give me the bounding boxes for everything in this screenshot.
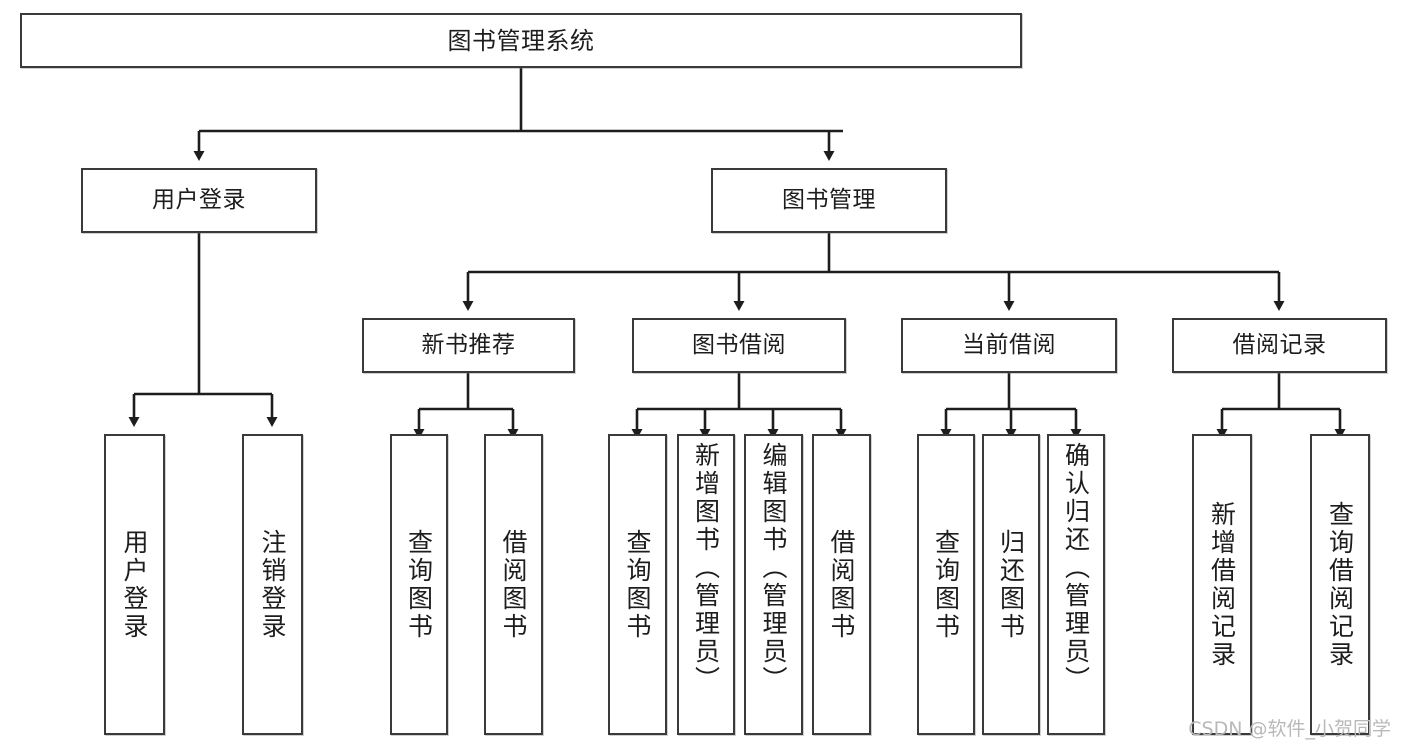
node-label: 借阅图书 — [499, 528, 528, 641]
leaf-book-borrow-add-book-admin[interactable]: 新增图书（管理员） — [677, 434, 735, 735]
node-label: 确认归还（管理员） — [1061, 442, 1091, 694]
node-label: 查询图书 — [623, 528, 652, 641]
leaf-book-borrow-edit-book-admin[interactable]: 编辑图书（管理员） — [744, 434, 803, 735]
node-label: 新增图书（管理员） — [691, 442, 721, 694]
node-current-borrow[interactable]: 当前借阅 — [901, 318, 1117, 373]
leaf-current-borrow-return-book[interactable]: 归还图书 — [982, 434, 1040, 735]
node-label: 当前借阅 — [962, 332, 1056, 358]
node-label: 用户登录 — [120, 528, 149, 641]
node-new-book-recommend[interactable]: 新书推荐 — [362, 318, 575, 373]
leaf-new-book-query-book[interactable]: 查询图书 — [390, 434, 448, 735]
leaf-new-book-borrow-book[interactable]: 借阅图书 — [484, 434, 543, 735]
node-label: 归还图书 — [996, 528, 1026, 641]
node-label: 新增借阅记录 — [1207, 500, 1237, 669]
node-label: 图书管理系统 — [447, 26, 595, 55]
node-label: 新书推荐 — [421, 332, 516, 358]
node-label: 注销登录 — [258, 528, 287, 641]
leaf-book-borrow-query-book[interactable]: 查询图书 — [608, 434, 667, 735]
leaf-current-borrow-confirm-return-admin[interactable]: 确认归还（管理员） — [1047, 434, 1105, 735]
node-label: 查询图书 — [931, 528, 961, 641]
leaf-borrow-record-query-record[interactable]: 查询借阅记录 — [1310, 434, 1370, 735]
node-book-management[interactable]: 图书管理 — [711, 168, 947, 233]
csdn-watermark: CSDN @软件_小贺同学 — [1188, 718, 1391, 740]
node-book-borrow[interactable]: 图书借阅 — [632, 318, 846, 373]
node-borrow-record[interactable]: 借阅记录 — [1172, 318, 1387, 373]
node-label: 借阅记录 — [1232, 332, 1327, 358]
node-label: 图书借阅 — [692, 332, 786, 358]
leaf-borrow-record-add-record[interactable]: 新增借阅记录 — [1192, 434, 1252, 735]
leaf-user-login-login[interactable]: 用户登录 — [104, 434, 165, 735]
node-label: 查询图书 — [404, 528, 434, 641]
node-user-login[interactable]: 用户登录 — [81, 168, 317, 233]
node-label: 用户登录 — [152, 187, 246, 213]
leaf-current-borrow-query-book[interactable]: 查询图书 — [917, 434, 975, 735]
leaf-book-borrow-borrow-book[interactable]: 借阅图书 — [812, 434, 871, 735]
node-label: 编辑图书（管理员） — [759, 442, 788, 694]
node-label: 借阅图书 — [827, 528, 856, 641]
node-label: 查询借阅记录 — [1325, 500, 1355, 669]
leaf-user-login-logout[interactable]: 注销登录 — [242, 434, 303, 735]
node-root-library-system[interactable]: 图书管理系统 — [20, 13, 1022, 68]
node-label: 图书管理 — [782, 187, 876, 213]
